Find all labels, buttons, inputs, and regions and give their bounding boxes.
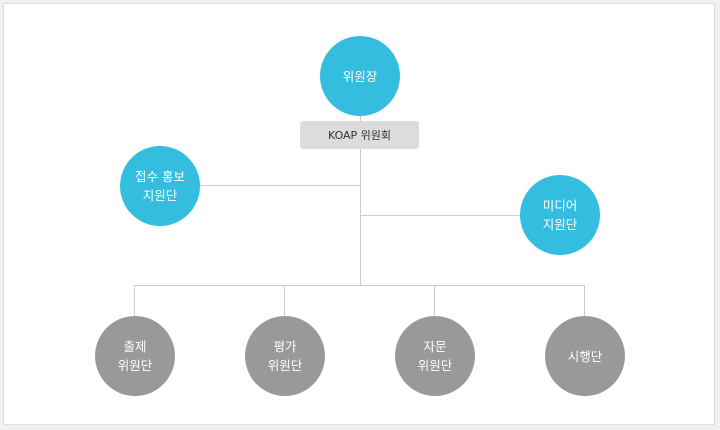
node-group-2-line1: 평가 [273,339,297,354]
node-reception-pr-line1: 접수 홍보 [135,169,185,184]
node-media-line2: 지원단 [542,217,578,232]
node-media-line1: 미디어 [542,198,578,213]
node-group-1-line2: 위원단 [117,358,153,373]
node-group-3-line1: 자문 [423,339,447,354]
node-group-4-line1: 시행단 [567,348,603,364]
node-media: 미디어 지원단 [520,175,600,255]
node-committee: KOAP 위원회 [300,121,419,149]
node-group-1: 출제 위원단 [95,316,175,396]
node-group-1-line1: 출제 [123,339,147,354]
node-group-2: 평가 위원단 [245,316,325,396]
node-group-4: 시행단 [545,316,625,396]
node-reception-pr: 접수 홍보 지원단 [120,146,200,226]
node-committee-label: KOAP 위원회 [327,129,392,142]
node-chair: 위원장 [320,36,400,116]
node-group-3: 자문 위원단 [395,316,475,396]
node-group-3-line2: 위원단 [417,358,453,373]
node-group-2-line2: 위원단 [267,358,303,373]
node-chair-label: 위원장 [342,68,378,84]
node-reception-pr-line2: 지원단 [142,188,178,203]
